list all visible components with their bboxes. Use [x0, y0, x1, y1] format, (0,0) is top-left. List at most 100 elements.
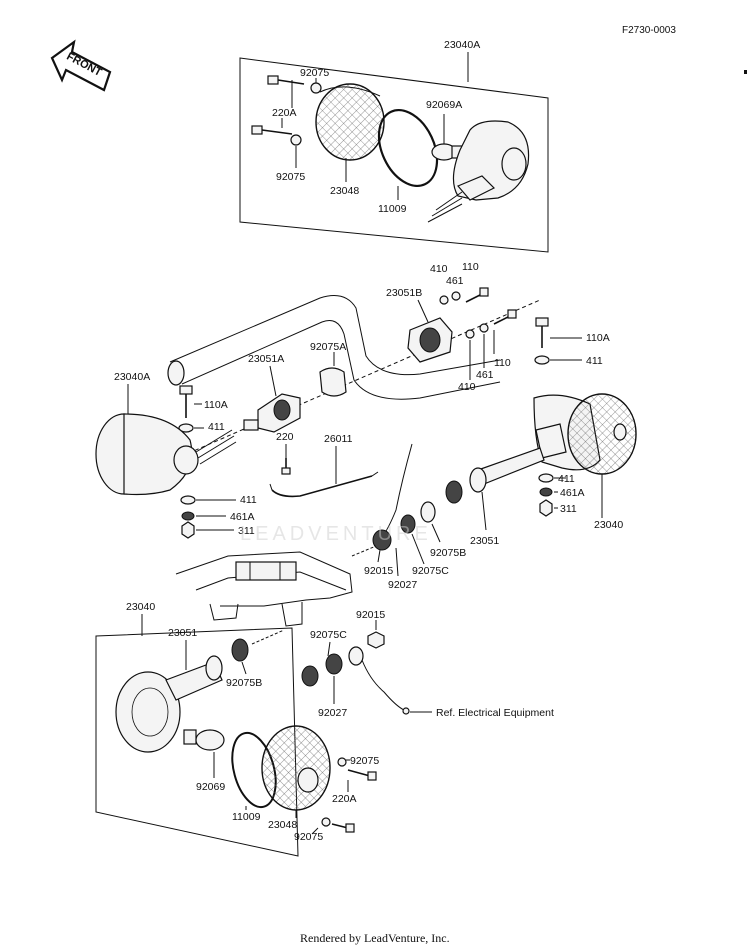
- label-c-92075A: 92075A: [310, 341, 346, 353]
- bolt-110A-left: [179, 385, 202, 418]
- label-c-410-a: 410: [430, 263, 448, 275]
- bolt-110A-right: [535, 317, 582, 348]
- label-c-23051: 23051: [470, 535, 499, 547]
- top-bolt-2: [251, 118, 293, 135]
- label-b-92075-b: 92075: [294, 831, 323, 843]
- washer-411-right: [534, 355, 550, 365]
- label-top-92069A: 92069A: [426, 99, 462, 111]
- bracket-23051A: [243, 365, 301, 433]
- washer-461A-right: [539, 487, 553, 497]
- label-b-23051: 23051: [168, 627, 197, 639]
- grommet-92075C-b: [301, 665, 319, 687]
- stem-23051: [445, 447, 545, 531]
- washer-461A-left: [181, 511, 195, 521]
- bottom-housing: [115, 655, 223, 753]
- bottom-bulb: [183, 729, 225, 751]
- label-c-410-b: 410: [458, 381, 476, 393]
- label-top-92075-b: 92075: [276, 171, 305, 183]
- rear-frame-bracket: [175, 551, 353, 627]
- label-b-23048: 23048: [268, 819, 297, 831]
- label-top-11009: 11009: [378, 203, 407, 215]
- label-c-92075C: 92075C: [412, 565, 449, 577]
- nut-311-left: [181, 521, 195, 539]
- grommet-92075C-c: [400, 514, 416, 534]
- label-top-92075-a: 92075: [300, 67, 329, 79]
- top-assembly-box: [239, 52, 549, 253]
- label-top-23048: 23048: [330, 185, 359, 197]
- washer-410-a: [439, 295, 449, 305]
- washer-411-left2: [180, 495, 196, 505]
- label-b-11009: 11009: [232, 811, 261, 823]
- label-c-110A-left: 110A: [204, 399, 228, 411]
- label-c-92027: 92027: [388, 579, 417, 591]
- label-c-23051B: 23051B: [386, 287, 422, 299]
- left-signal-23040A: [95, 384, 237, 496]
- reference-note: Ref. Electrical Equipment: [436, 707, 554, 719]
- label-c-461A-left: 461A: [230, 511, 255, 523]
- bottom-assembly-box: [95, 614, 299, 857]
- label-c-311-left: 311: [238, 525, 255, 537]
- label-b-92075B: 92075B: [226, 677, 262, 689]
- washer-410-b: [465, 329, 475, 339]
- grommet-92075B-b: [231, 638, 249, 662]
- label-c-110-b: 110: [494, 357, 511, 369]
- bottom-lens: [261, 725, 331, 811]
- label-b-92075C: 92075C: [310, 629, 347, 641]
- label-c-92015: 92015: [364, 565, 393, 577]
- clamp-23051B: [407, 299, 453, 363]
- right-signal-23040: [533, 393, 637, 475]
- front-arrow-icon: FRONT: [50, 39, 112, 92]
- label-c-26011: 26011: [324, 433, 353, 445]
- screw-220: [281, 444, 291, 475]
- top-gasket: [377, 109, 439, 187]
- grommet-extra-b: [348, 646, 364, 666]
- figure-code: F2730-0003: [622, 25, 676, 36]
- nut-311-right: [539, 499, 553, 517]
- label-c-411-right: 411: [586, 355, 603, 367]
- screw-220A-b1: [347, 769, 377, 781]
- washer-92075-b1: [337, 757, 347, 767]
- label-b-92075-a: 92075: [350, 755, 379, 767]
- label-c-23040-right: 23040: [594, 519, 623, 531]
- label-c-411-right2: 411: [558, 473, 575, 485]
- label-c-110-a: 110: [462, 261, 479, 273]
- footer-credit: Rendered by LeadVenture, Inc.: [300, 931, 450, 945]
- top-bolt-1: [267, 75, 305, 108]
- top-washer-2: [290, 134, 302, 146]
- label-c-461-b: 461: [476, 369, 494, 381]
- harness-26011: [269, 446, 379, 498]
- bolt-110-b: [493, 309, 517, 325]
- label-b-92027: 92027: [318, 707, 347, 719]
- wire-lower: [361, 659, 405, 711]
- grommet-92027-b: [325, 653, 343, 675]
- label-c-461-a: 461: [446, 275, 464, 287]
- top-washer-1: [310, 82, 322, 94]
- washer-461-b: [479, 323, 489, 333]
- label-b-220A: 220A: [332, 793, 357, 805]
- label-c-110A-right: 110A: [586, 332, 610, 344]
- bolt-110-a: [465, 287, 489, 303]
- label-c-311-right: 311: [560, 503, 577, 515]
- label-c-411-left2: 411: [240, 494, 257, 506]
- spacer-92075A: [319, 352, 347, 397]
- washer-92075-b2: [321, 817, 331, 827]
- grommet-92075B-c: [420, 501, 436, 523]
- label-c-92075B: 92075B: [430, 547, 466, 559]
- label-c-23051A: 23051A: [248, 353, 284, 365]
- washer-411-left: [178, 423, 194, 433]
- label-c-411-left: 411: [208, 421, 225, 433]
- edge-mark: [744, 70, 747, 74]
- label-top-220A: 220A: [272, 107, 297, 119]
- label-c-23040A-left: 23040A: [114, 371, 150, 383]
- label-c-461A-right: 461A: [560, 487, 585, 499]
- label-b-92069: 92069: [196, 781, 225, 793]
- washer-461-a: [451, 291, 461, 301]
- label-b-92015: 92015: [356, 609, 385, 621]
- grommet-92027-c: [372, 529, 392, 551]
- washer-411-right2: [538, 473, 554, 483]
- top-bulb: [431, 114, 463, 161]
- nut-92015-b: [367, 631, 385, 649]
- label-top-assembly: 23040A: [444, 39, 480, 51]
- label-c-220: 220: [276, 431, 294, 443]
